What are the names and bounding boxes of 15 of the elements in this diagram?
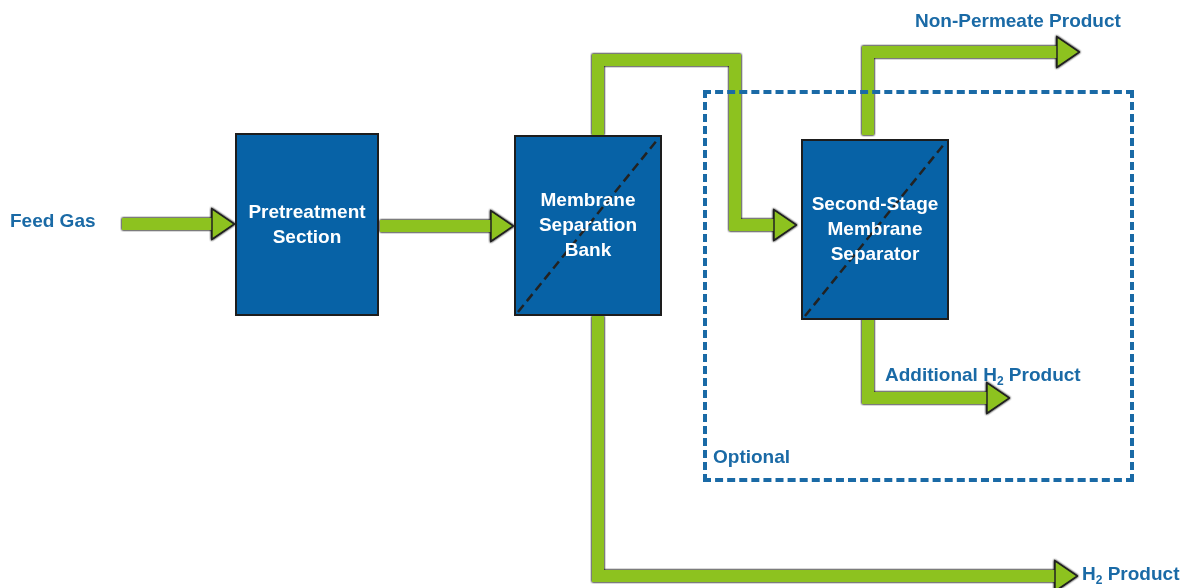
flow-arrow (122, 208, 235, 240)
flow-arrow (862, 36, 1080, 135)
optional-boundary (703, 90, 1134, 482)
feed-label: Feed Gas (10, 210, 96, 232)
unit-label: Second-Stage Membrane Separator (810, 192, 940, 266)
edge-label: H$_{2}$ Product (1082, 563, 1180, 585)
edge-label: Non-Permeate Product (915, 10, 1121, 32)
process-box (235, 133, 379, 316)
unit-label: Membrane Separation Bank (537, 188, 639, 262)
flow-arrow (592, 54, 797, 241)
region-label: Optional (713, 446, 791, 468)
flow-arrow (592, 316, 1078, 588)
unit-label: Pretreatment Section (247, 199, 367, 249)
flow-arrow (380, 210, 514, 242)
edge-label: Additional H$_{2}$ Product (885, 364, 1081, 386)
